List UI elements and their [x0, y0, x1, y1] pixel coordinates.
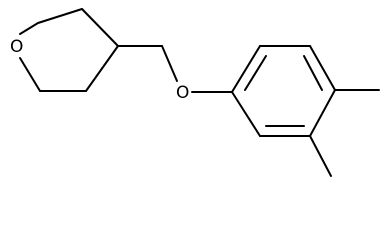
bond-c3-c4	[81, 8, 119, 47]
structure-diagram: O O	[10, 8, 380, 177]
oxane-ring	[19, 8, 119, 92]
benzene-ring	[231, 45, 336, 137]
bond-methyl-meta	[309, 135, 332, 177]
bond-ar-c4-c5	[309, 89, 336, 137]
oxane-oxygen-label: O	[10, 37, 23, 57]
bond-ar-c3-c4	[309, 45, 336, 91]
bond-c4-c5	[85, 45, 119, 92]
bond-o-c2	[19, 22, 39, 35]
bond-ar-c1-c2	[231, 45, 261, 93]
bond-ar-c6-c1	[231, 91, 261, 137]
bond-ch2-o	[161, 45, 178, 82]
bond-c6-o	[19, 57, 41, 92]
bond-ar-double-1	[244, 55, 267, 91]
ether-oxygen-label: O	[176, 83, 189, 103]
bond-ar-double-2	[303, 55, 323, 91]
bond-c2-c3	[37, 8, 83, 24]
